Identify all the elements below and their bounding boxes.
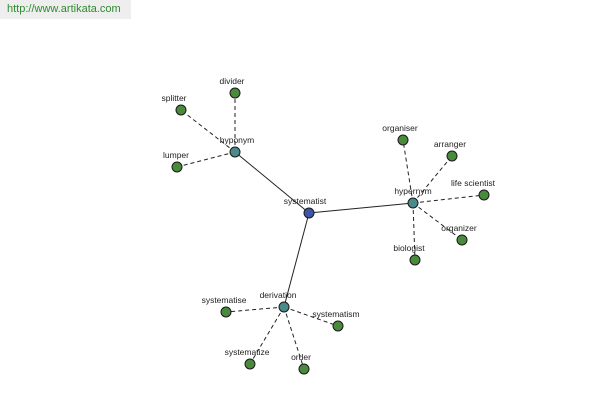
relation-label-hypernym[interactable]: hypernym (394, 186, 431, 196)
edge-systematist-derivation (283, 212, 310, 308)
word-node-lumper[interactable] (171, 161, 183, 173)
graph-edges (176, 93, 485, 370)
relation-label-derivation[interactable]: derivation (260, 290, 297, 300)
word-label-lumper[interactable]: lumper (163, 150, 189, 160)
word-label-systematise[interactable]: systematise (202, 295, 247, 305)
word-label-organizer[interactable]: organizer (441, 223, 477, 233)
edge-hypernym-life-scientist (412, 194, 485, 204)
relation-node-derivation[interactable] (278, 301, 290, 313)
word-node-divider[interactable] (229, 87, 241, 99)
word-label-systematism[interactable]: systematism (312, 309, 359, 319)
word-node-organizer[interactable] (456, 234, 468, 246)
graph-labels: divider splitter lumper organiser arranger li… (161, 76, 495, 362)
edge-derivation-systematise (225, 306, 285, 313)
edge-systematist-hypernym (308, 202, 414, 214)
site-url-link[interactable]: http://www.artikata.com (0, 0, 131, 19)
edge-hyponym-splitter (180, 109, 236, 153)
word-node-systematism[interactable] (332, 320, 344, 332)
graph-nodes (171, 87, 490, 375)
relation-label-hyponym[interactable]: hyponym (220, 135, 255, 145)
word-node-organiser[interactable] (397, 134, 409, 146)
word-label-divider[interactable]: divider (219, 76, 244, 86)
word-node-splitter[interactable] (175, 104, 187, 116)
word-node-biologist[interactable] (409, 254, 421, 266)
word-label-order[interactable]: order (291, 352, 311, 362)
word-label-life-scientist[interactable]: life scientist (451, 178, 496, 188)
edge-hypernym-organizer (412, 202, 463, 241)
edge-derivation-systematism (283, 306, 339, 327)
word-node-order[interactable] (298, 363, 310, 375)
relation-node-hyponym[interactable] (229, 146, 241, 158)
center-node-systematist[interactable] (303, 207, 315, 219)
word-label-biologist[interactable]: biologist (393, 243, 425, 253)
relation-node-hypernym[interactable] (407, 197, 419, 209)
edge-hypernym-organiser (402, 139, 414, 204)
center-label-systematist[interactable]: systematist (284, 196, 327, 206)
word-label-organiser[interactable]: organiser (382, 123, 418, 133)
word-node-systematise[interactable] (220, 306, 232, 318)
word-node-life-scientist[interactable] (478, 189, 490, 201)
word-label-splitter[interactable]: splitter (161, 93, 186, 103)
word-node-systematize[interactable] (244, 358, 256, 370)
edge-systematist-hyponym (234, 151, 310, 214)
word-node-arranger[interactable] (446, 150, 458, 162)
edge-derivation-order (283, 306, 305, 370)
edge-hypernym-arranger (412, 155, 453, 204)
word-label-arranger[interactable]: arranger (434, 139, 466, 149)
edge-hypernym-biologist (412, 202, 416, 261)
edge-hyponym-lumper (176, 151, 236, 168)
word-label-systematize[interactable]: systematize (225, 347, 270, 357)
